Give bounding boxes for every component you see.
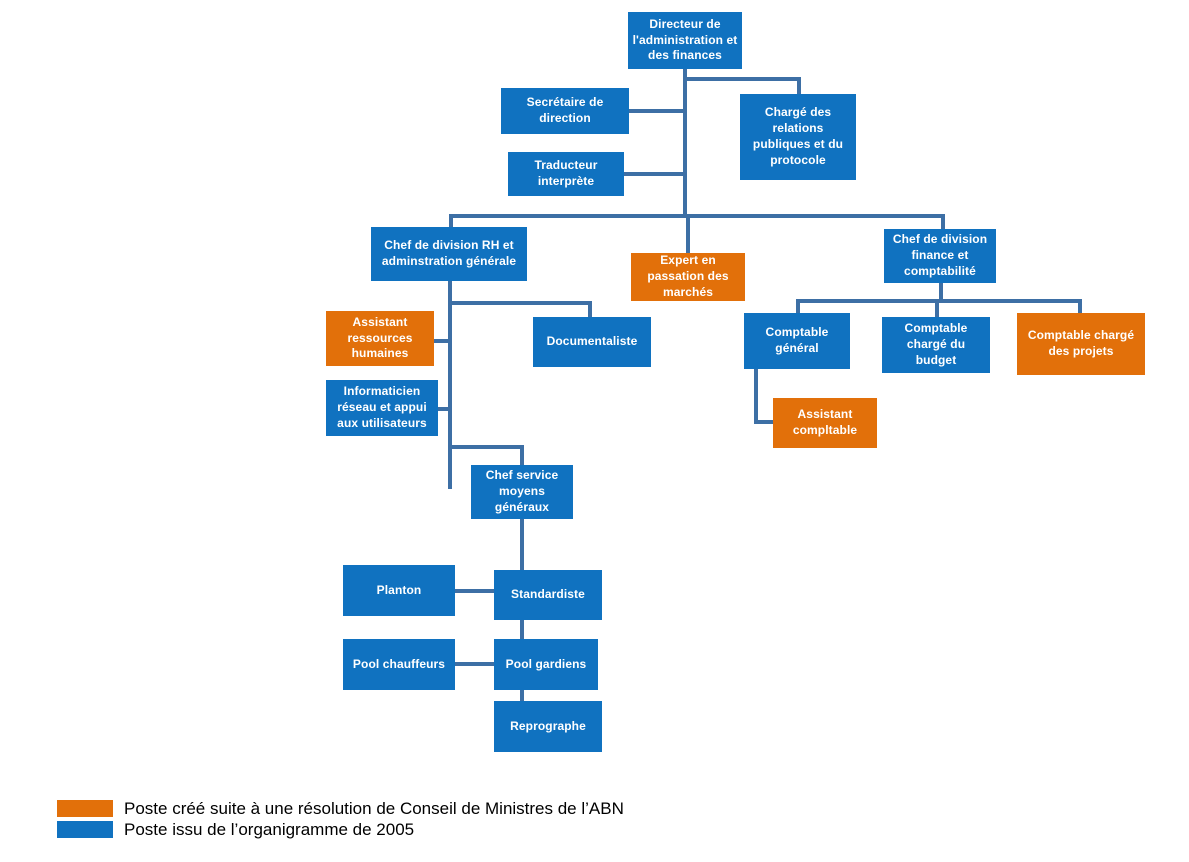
connector-moyens-drop bbox=[520, 445, 524, 467]
connector-traducteur-link bbox=[624, 172, 687, 176]
connector-comptable-gen-riser bbox=[796, 299, 800, 314]
connector-planton-link bbox=[455, 589, 522, 593]
org-node-secretaire[interactable]: Secrétaire de direction bbox=[501, 88, 629, 134]
org-node-comptable-gen[interactable]: Comptable général bbox=[744, 313, 850, 369]
org-node-pool-gardiens[interactable]: Pool gardiens bbox=[494, 639, 598, 690]
org-node-reprographe[interactable]: Reprographe bbox=[494, 701, 602, 752]
connector-rh-to-moyens-h bbox=[448, 445, 524, 449]
connector-director-main-spine bbox=[683, 77, 687, 216]
legend-label-blue: Poste issu de l’organigramme de 2005 bbox=[124, 820, 415, 839]
org-node-directeur[interactable]: Directeur de l'administration et des fin… bbox=[628, 12, 742, 69]
legend-label-orange: Poste créé suite à une résolution de Con… bbox=[124, 799, 624, 818]
legend-item-orange: Poste créé suite à une résolution de Con… bbox=[57, 798, 624, 819]
connector-rh-to-documentaliste-h bbox=[448, 301, 592, 305]
org-node-assistant-rh[interactable]: Assistant ressources humaines bbox=[326, 311, 434, 366]
org-node-standardiste[interactable]: Standardiste bbox=[494, 570, 602, 620]
org-node-traducteur[interactable]: Traducteur interprète bbox=[508, 152, 624, 196]
connector-comptable-budget-riser bbox=[935, 299, 939, 318]
org-node-comptable-projet[interactable]: Comptable chargé des projets bbox=[1017, 313, 1145, 375]
connector-expert-drop bbox=[686, 216, 690, 254]
legend-swatch-orange bbox=[57, 800, 113, 817]
connector-moyens-spine bbox=[520, 519, 524, 727]
connector-secretaire-link bbox=[629, 109, 687, 113]
org-node-chef-finance[interactable]: Chef de division finance et comptabilité bbox=[884, 229, 996, 283]
legend-swatch-blue bbox=[57, 821, 113, 838]
org-node-pool-chauffeurs[interactable]: Pool chauffeurs bbox=[343, 639, 455, 690]
connector-informaticien-link bbox=[438, 407, 450, 411]
org-node-planton[interactable]: Planton bbox=[343, 565, 455, 616]
connector-pool-chauffeurs-link bbox=[455, 662, 522, 666]
org-node-charge-relations[interactable]: Chargé des relations publiques et du pro… bbox=[740, 94, 856, 180]
org-node-expert[interactable]: Expert en passation des marchés bbox=[631, 253, 745, 301]
org-node-documentaliste[interactable]: Documentaliste bbox=[533, 317, 651, 367]
connector-director-to-relations-h bbox=[683, 77, 801, 81]
connector-comptable-projet-riser bbox=[1078, 299, 1082, 314]
connector-documentaliste-drop bbox=[588, 301, 592, 319]
chart-legend: Poste créé suite à une résolution de Con… bbox=[57, 798, 624, 840]
connector-finance-riser bbox=[941, 214, 945, 231]
connector-comptable-gen-drop bbox=[754, 369, 758, 424]
org-node-chef-rh[interactable]: Chef de division RH et adminstration gén… bbox=[371, 227, 527, 281]
connector-rh-spine bbox=[448, 281, 452, 489]
connector-assistant-rh-link bbox=[434, 339, 450, 343]
org-node-comptable-budget[interactable]: Comptable chargé du budget bbox=[882, 317, 990, 373]
org-node-informaticien[interactable]: Informaticien réseau et appui aux utilis… bbox=[326, 380, 438, 436]
connector-director-stem-top bbox=[683, 69, 687, 77]
connector-finance-spine-top bbox=[939, 283, 943, 302]
org-node-assistant-compt[interactable]: Assistant compltable bbox=[773, 398, 877, 448]
connector-assistant-compt-link bbox=[754, 420, 775, 424]
connector-rh-riser bbox=[449, 214, 453, 229]
connector-level2-trunk bbox=[449, 214, 945, 218]
legend-item-blue: Poste issu de l’organigramme de 2005 bbox=[57, 819, 624, 840]
connector-finance-children-trunk bbox=[796, 299, 1082, 303]
org-node-chef-moyens[interactable]: Chef service moyens généraux bbox=[471, 465, 573, 519]
connector-relations-drop bbox=[797, 77, 801, 94]
